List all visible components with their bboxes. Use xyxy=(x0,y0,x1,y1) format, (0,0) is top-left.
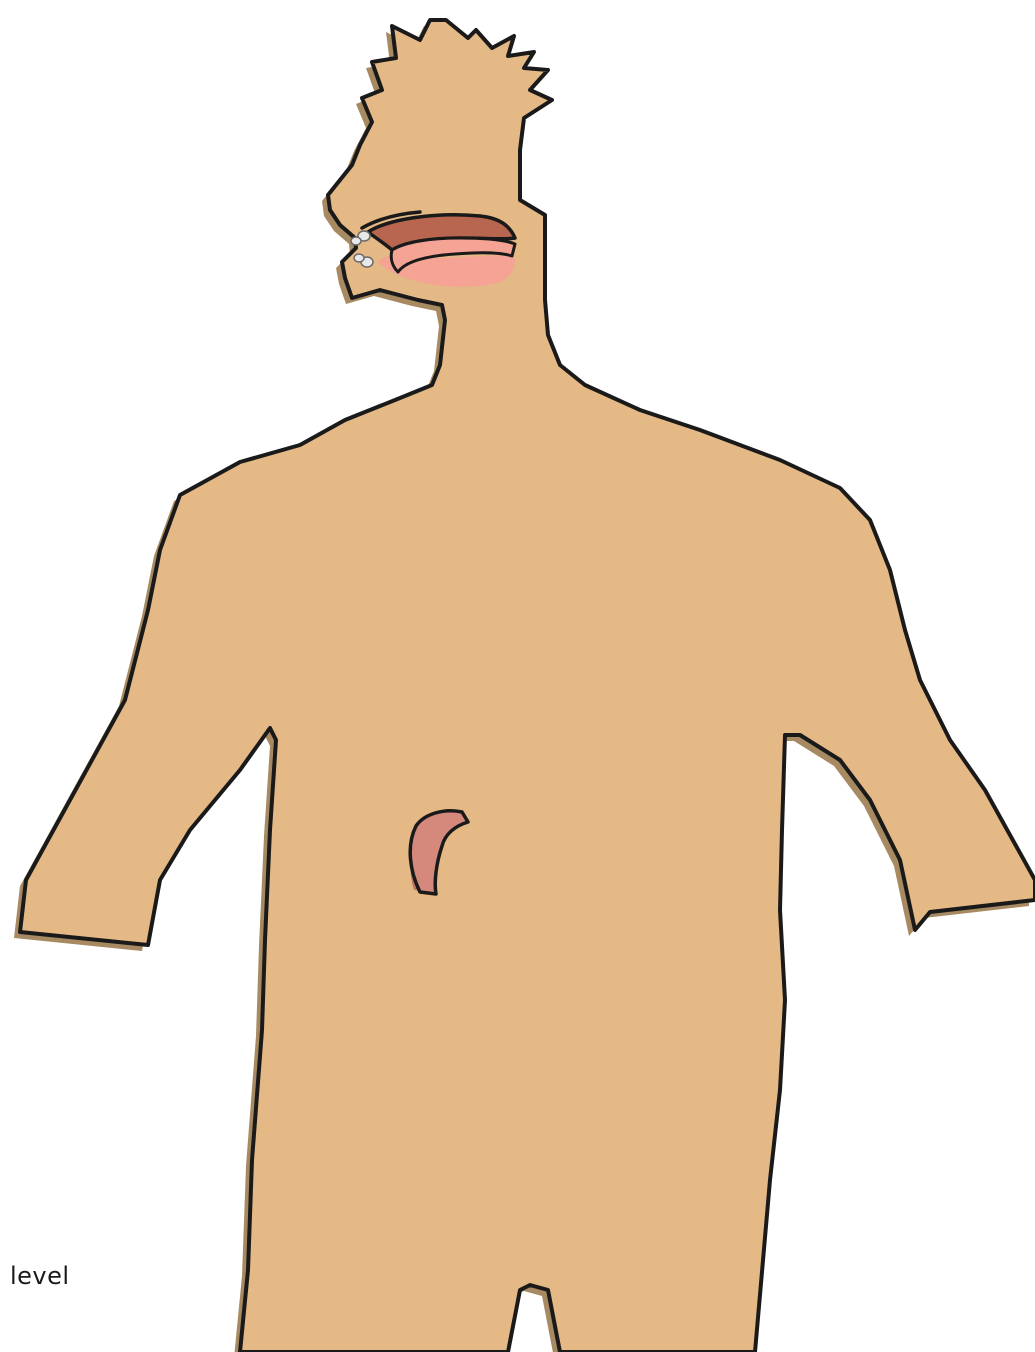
tooth-upper-2 xyxy=(351,237,361,245)
body-silhouette xyxy=(20,20,1035,1352)
tooth-lower-2 xyxy=(354,254,364,262)
caption-text: level xyxy=(10,1262,70,1290)
